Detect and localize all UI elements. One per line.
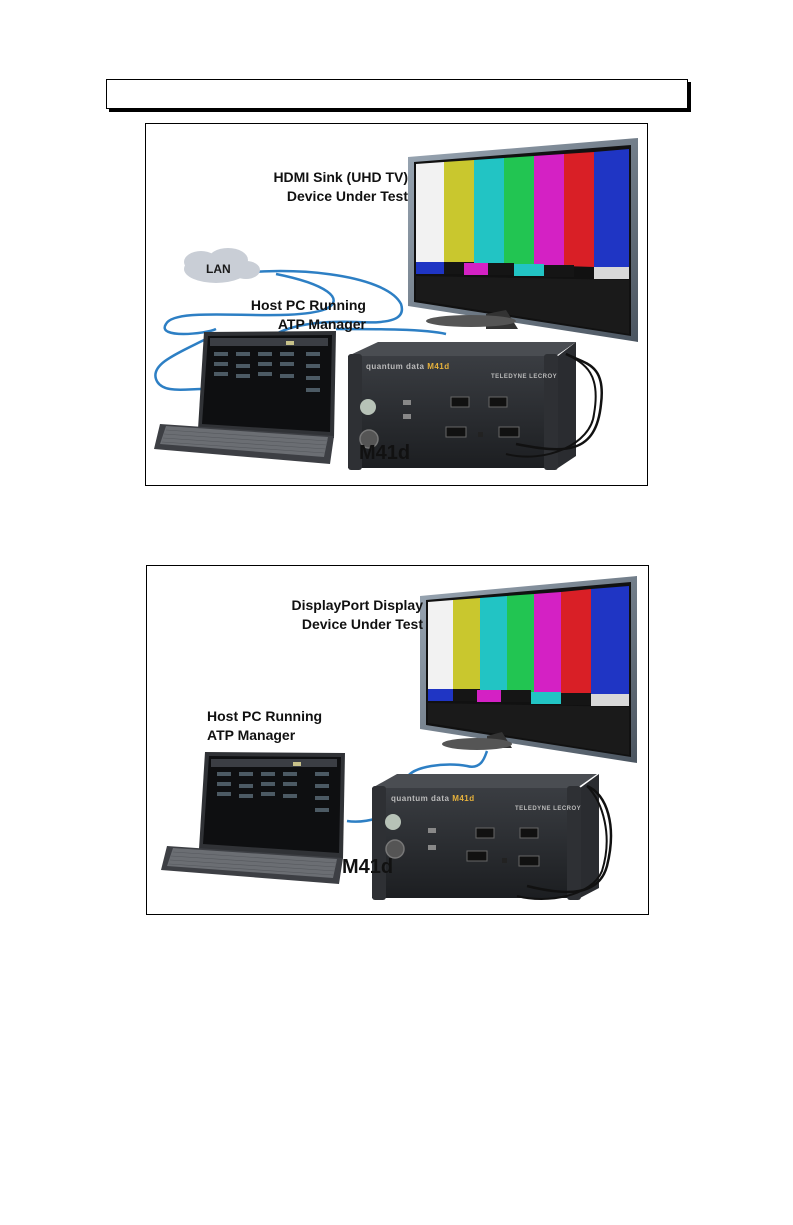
product-prefix: quantum data bbox=[391, 794, 449, 803]
host-laptop bbox=[161, 752, 345, 884]
display-label-line1: DisplayPort Display bbox=[267, 597, 423, 614]
product-name: quantum data M41d bbox=[366, 362, 450, 371]
figure-hdmi-setup: HDMI Sink (UHD TV) Device Under Test LAN… bbox=[145, 123, 648, 486]
brand-logo: TELEDYNE LECROY bbox=[515, 806, 581, 812]
host-label-line2: ATP Manager bbox=[206, 316, 366, 333]
product-prefix: quantum data bbox=[366, 362, 424, 371]
sink-label-line1: HDMI Sink (UHD TV) bbox=[266, 169, 408, 186]
sink-label-line2: Device Under Test bbox=[266, 188, 408, 205]
dp-monitor bbox=[420, 576, 637, 763]
brand-logo: TELEDYNE LECROY bbox=[491, 374, 557, 380]
tv-monitor bbox=[408, 138, 638, 342]
display-label-line2: Device Under Test bbox=[267, 616, 423, 633]
m41d-analyzer bbox=[372, 774, 599, 900]
product-model: M41d bbox=[452, 794, 474, 803]
product-model: M41d bbox=[427, 362, 449, 371]
device-label: M41d bbox=[342, 859, 393, 876]
device-label: M41d bbox=[359, 445, 410, 462]
host-label-line1: Host PC Running bbox=[206, 297, 366, 314]
lan-label: LAN bbox=[206, 262, 231, 276]
host-label-line2: ATP Manager bbox=[207, 727, 295, 744]
section-header-box bbox=[106, 79, 688, 109]
figure-displayport-setup: DisplayPort Display Device Under Test Ho… bbox=[146, 565, 649, 915]
host-label-line1: Host PC Running bbox=[207, 708, 322, 725]
product-name: quantum data M41d bbox=[391, 794, 475, 803]
